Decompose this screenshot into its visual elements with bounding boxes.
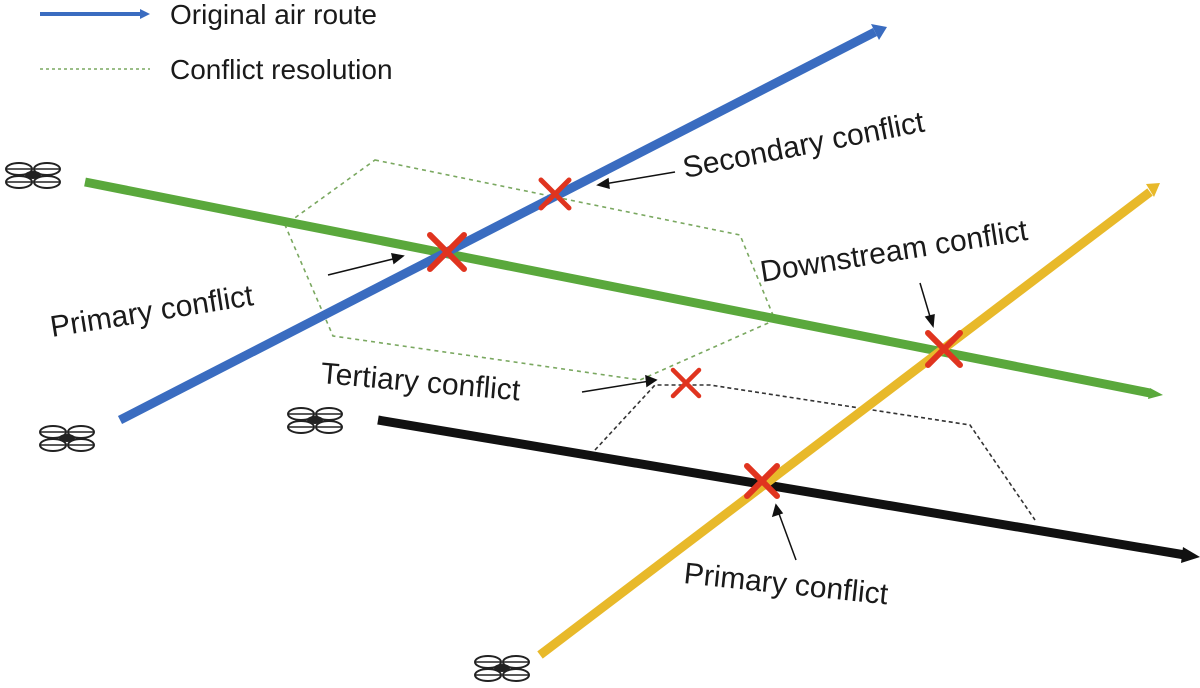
conflict-x-icon xyxy=(670,367,702,399)
route-black xyxy=(377,415,1200,563)
drone-icon xyxy=(474,655,530,682)
drone-icon xyxy=(287,407,343,434)
resolution-path-lower xyxy=(594,384,1036,521)
legend-original-route-label: Original air route xyxy=(170,0,377,30)
arrow-icon xyxy=(919,282,935,328)
conflict-x-icon xyxy=(538,177,572,211)
conflict-x-icon xyxy=(744,463,780,499)
route-yellow xyxy=(537,183,1160,659)
conflict-x-icon xyxy=(427,232,467,272)
label-primary-conflict-lower: Primary conflict xyxy=(682,557,890,611)
label-downstream-conflict: Downstream conflict xyxy=(758,214,1031,289)
legend-resolution-label: Conflict resolution xyxy=(170,54,393,85)
label-tertiary-conflict: Tertiary conflict xyxy=(319,357,522,407)
label-primary-conflict-upper: Primary conflict xyxy=(48,279,256,344)
arrow-icon xyxy=(581,374,658,393)
arrow-icon xyxy=(596,171,676,190)
arrow-icon xyxy=(327,253,405,276)
drone-icon xyxy=(5,162,61,189)
conflict-x-icon xyxy=(925,330,963,368)
route-green xyxy=(84,177,1163,399)
route-blue xyxy=(117,24,887,425)
arrow-icon xyxy=(771,503,797,561)
drone-icon xyxy=(39,425,95,452)
legend-route-swatch xyxy=(40,9,150,19)
legend: Original air route Conflict resolution xyxy=(40,0,393,85)
